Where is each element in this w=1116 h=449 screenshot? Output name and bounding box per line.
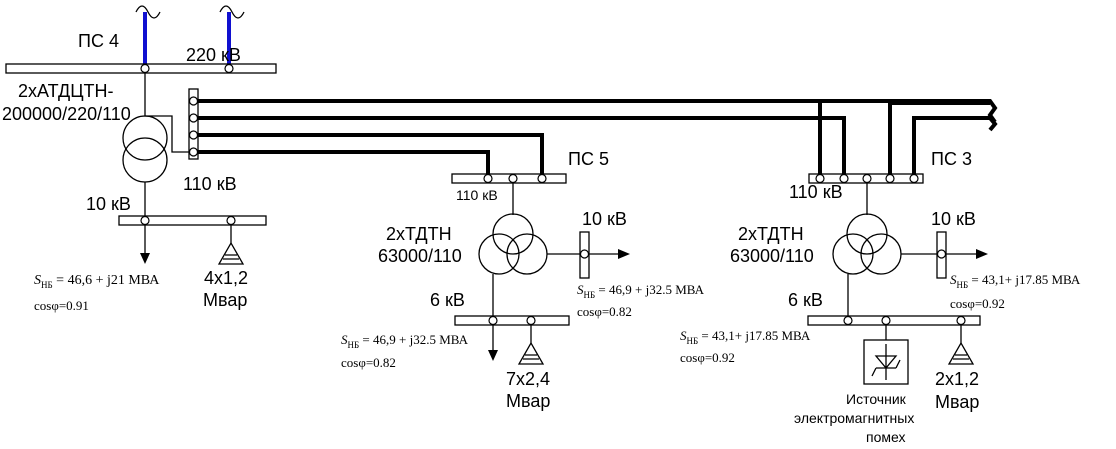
ps4-transformer-type: 2хАТДЦТН- [18,81,114,101]
ps3-load-lv: SНБ = 43,1+ j17.85 МВА [680,328,811,346]
ps4-name: ПС 4 [78,31,119,51]
ps4-voltage-110: 110 кВ [183,174,237,194]
bus-node [956,315,966,326]
bus-node [140,215,150,226]
ps3-name: ПС 3 [931,149,972,169]
ps3-source-line2: электромагнитных [794,410,914,426]
rectifier-icon [871,344,901,380]
bus-node [881,315,891,326]
ps3-source-line3: помех [866,429,905,445]
ps4-voltage-220: 220 кВ [186,45,241,65]
load-arrow-icon [488,350,498,361]
line-ps4-ps5-2 [198,150,490,176]
bus-node [579,249,590,259]
ps5-voltage-6: 6 кВ [430,290,465,310]
ps3-transformer-type: 2хТДТН [738,224,804,244]
ps4-comp-rating: 4х1,2 [204,268,248,288]
bus-node [488,315,498,326]
bus-node [140,63,150,74]
load-arrow-icon [618,249,630,259]
capacitor-bank-icon [517,341,545,365]
bus-110kv-ps4 [188,88,199,160]
line-ps3-network-1 [888,101,990,176]
ps4-transformer-rating: 200000/220/110 [2,104,131,124]
line-ps4-ps5-1 [198,133,544,176]
bus-node [909,173,919,184]
ps4-comp-unit: Мвар [203,290,247,310]
source-wave-icon [219,5,245,19]
transformer-winding [492,213,534,255]
ps5-load-lv: SНБ = 46,9 + j32.5 МВА [341,332,469,350]
ps5-voltage-10: 10 кВ [582,209,627,229]
bus-node [885,173,895,184]
bus-node [508,173,518,184]
ps5-transformer-rating: 63000/110 [378,246,462,266]
ps5-load-mv-cos: cosφ=0.82 [577,304,632,319]
bus-node [537,173,547,184]
ps5-voltage-110: 110 кВ [456,187,498,203]
substation-ps3: ПС 3 110 кВ 2хТДТН 63000/110 10 кВ SНБ =… [680,149,1081,445]
substation-ps4: ПС 4 220 кВ 2хАТДЦТН- 200000/220/110 110… [2,5,277,313]
line-ps3-network-2 [912,116,998,176]
ps5-load-mv: SНБ = 46,9 + j32.5 МВА [577,282,705,300]
ps4-load-cos: cosφ=0.91 [34,298,89,313]
ps5-comp-rating: 7х2,4 [506,369,550,389]
line-ps4-ps3-1 [198,99,822,176]
ps5-comp-unit: Мвар [506,391,550,411]
bus-node [188,113,199,123]
ps3-comp-unit: Мвар [935,392,979,412]
ps4-load: SНБ = 46,6 + j21 МВА [34,273,160,290]
ps3-load-mv: SНБ = 43,1+ j17.85 МВА [950,272,1081,290]
ps3-voltage-6: 6 кВ [788,290,823,310]
bus-node [936,249,947,259]
bus-node [224,63,234,74]
ps3-load-mv-cos: cosφ=0.92 [950,296,1005,311]
bus-node [839,173,849,184]
bus-node [815,173,825,184]
capacitor-bank-icon [947,341,975,365]
ps3-load-lv-cos: cosφ=0.92 [680,350,735,365]
ps4-voltage-10: 10 кВ [86,194,131,214]
transformer-winding [832,233,874,275]
substation-ps5: ПС 5 110 кВ 2хТДТН 63000/110 10 кВ SНБ =… [341,149,705,411]
bus-10kv-ps4 [118,215,267,226]
ps3-comp-rating: 2х1,2 [935,369,979,389]
line-ps4-ps3-2 [198,116,846,176]
bus-node [188,147,199,157]
autotransformer-winding [122,115,168,161]
transformer-winding [478,233,520,275]
bus-node [843,315,853,326]
load-arrow-icon [976,249,988,259]
ps3-voltage-10: 10 кВ [931,209,976,229]
bus-6kv-ps5 [454,315,570,326]
source-wave-icon [135,5,161,19]
ps3-source-line1: Источник [846,391,907,407]
capacitor-bank-icon [217,241,245,265]
ps3-transformer-rating: 63000/110 [730,246,814,266]
bus-node [483,173,493,184]
bus-node [526,315,536,326]
bus-node [862,173,872,184]
load-arrow-icon [140,253,150,264]
bus-node [188,96,199,106]
ps5-transformer-type: 2хТДТН [386,224,452,244]
transmission-lines-110kv [198,99,998,176]
ps5-name: ПС 5 [568,149,609,169]
bus-node [226,215,236,226]
ps3-voltage-110: 110 кВ [789,182,843,202]
connector [144,102,193,153]
bus-6kv-ps3 [807,315,981,326]
ps5-load-lv-cos: cosφ=0.82 [341,355,396,370]
transformer-winding [846,213,888,255]
bus-node [188,130,199,140]
